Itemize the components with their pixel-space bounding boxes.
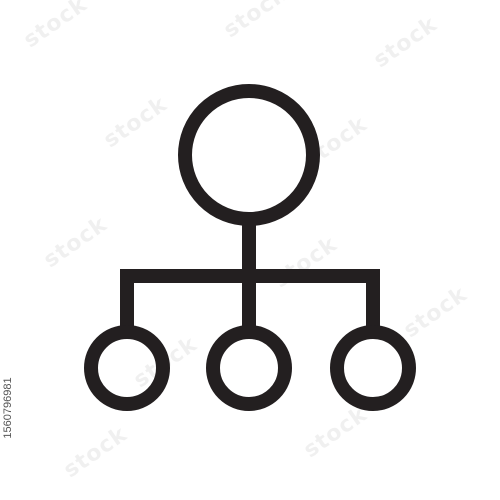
image-id-label: 1560796981: [2, 377, 14, 439]
child-node-right-circle: [330, 325, 416, 411]
child-node-left-circle: [84, 325, 170, 411]
root-node-circle: [178, 84, 320, 226]
child-node-middle-circle: [206, 325, 292, 411]
